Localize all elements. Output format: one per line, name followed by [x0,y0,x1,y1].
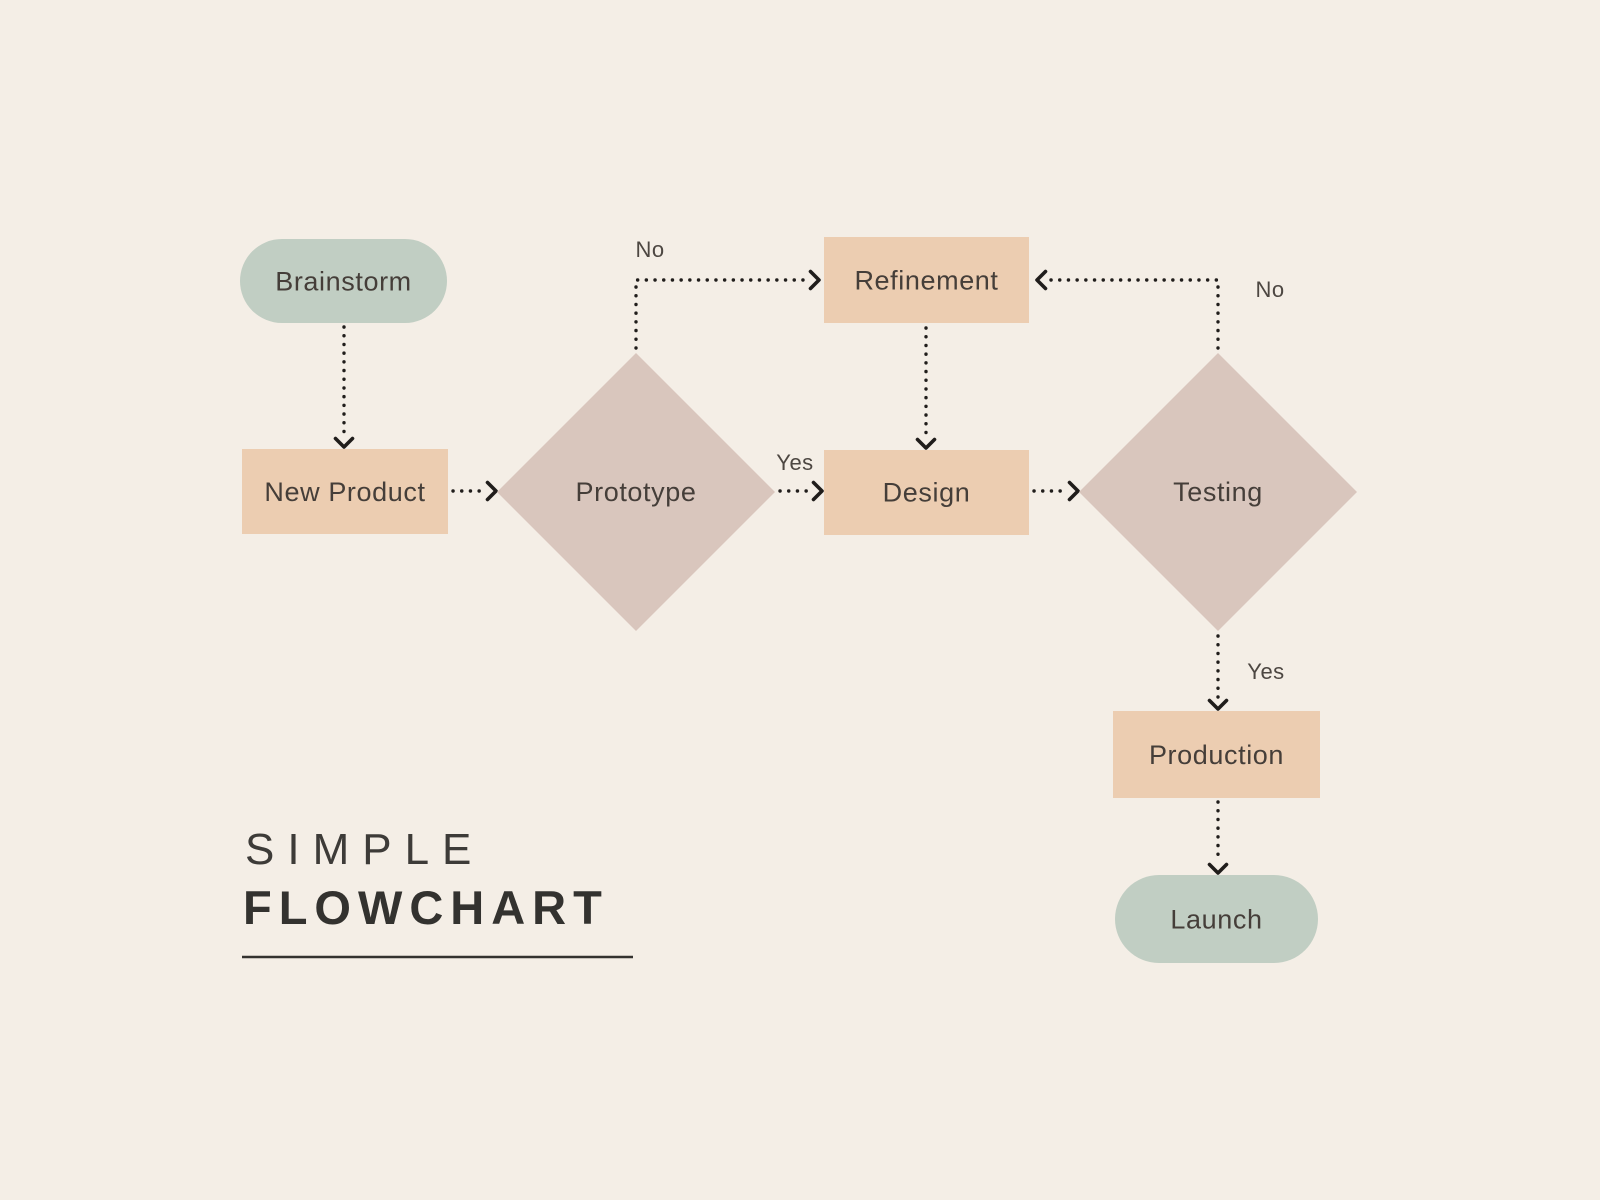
launch-label: Launch [1170,905,1262,935]
edge-label-prototype-yes: Yes [776,450,813,475]
launch-node: Launch [1115,875,1318,963]
design-shape [824,450,1029,535]
arrow-down-icon [1207,862,1229,875]
arrow-right-icon [808,269,821,291]
brainstorm-node: Brainstorm [240,239,447,323]
arrow-down-icon [1207,698,1229,711]
design-node: Design [824,450,1029,535]
edge-testing-to-refinement [1047,278,1220,350]
refinement-label: Refinement [854,266,998,296]
edge-label-testing-no: No [1255,277,1284,302]
new-product-shape [242,449,448,534]
page-title-line1: SIMPLE [245,825,484,874]
design-label: Design [883,478,971,508]
arrow-right-icon [485,480,498,502]
edge-prototype-to-refinement [634,278,809,350]
new-product-label: New Product [264,477,425,507]
title-block: SIMPLE FLOWCHART [242,825,633,959]
refinement-shape [824,237,1029,323]
arrow-left-icon [1035,269,1048,291]
refinement-node: Refinement [824,237,1029,323]
prototype-label: Prototype [576,477,697,507]
production-shape [1113,711,1320,798]
new-product-node: New Product [242,449,448,534]
edge-label-prototype-no: No [635,237,664,262]
production-node: Production [1113,711,1320,798]
launch-shape [1115,875,1318,963]
brainstorm-shape [240,239,447,323]
edges [333,269,1229,875]
arrow-down-icon [915,437,937,450]
testing-label: Testing [1173,477,1263,507]
brainstorm-label: Brainstorm [275,267,412,297]
page-title-line2: FLOWCHART [243,881,609,934]
prototype-shape [497,353,775,631]
testing-decision-node: Testing [1079,353,1357,631]
edge-labels: No Yes No Yes [635,237,1284,684]
production-label: Production [1149,740,1284,770]
edge-label-testing-yes: Yes [1247,659,1284,684]
arrow-right-icon [1067,480,1080,502]
arrow-right-icon [811,480,824,502]
prototype-decision-node: Prototype [497,353,775,631]
arrow-down-icon [333,436,355,449]
testing-shape [1079,353,1357,631]
nodes: Brainstorm New Product Prototype Refinem… [240,237,1357,963]
